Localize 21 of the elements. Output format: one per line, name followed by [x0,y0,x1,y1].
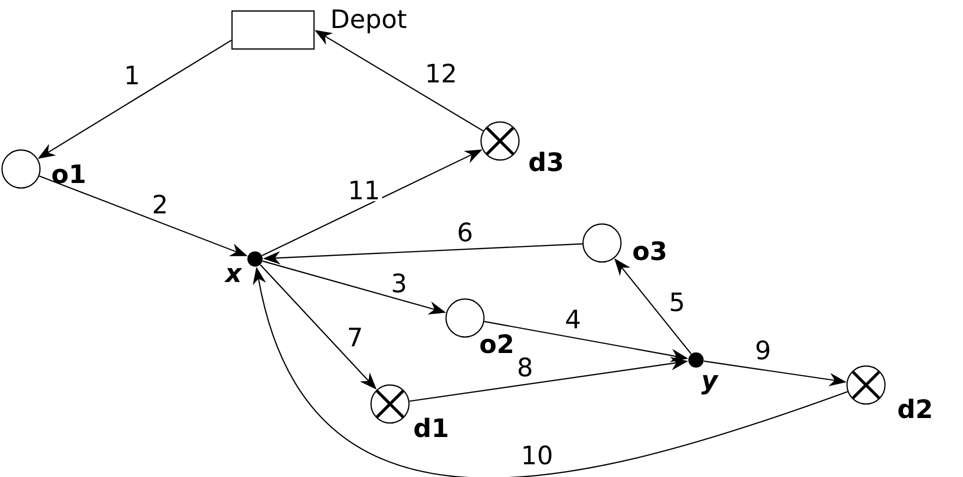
node-label: o3 [633,241,666,260]
node-label: d2 [898,398,931,418]
node-label: y [701,375,719,394]
edge-label: 2 [150,192,170,216]
edge-label: 6 [454,220,476,244]
edge-label: 12 [422,62,460,84]
edge-label: 7 [344,326,366,348]
edge-label: 11 [346,178,382,202]
edge-label: 9 [752,338,774,362]
edge-label: 10 [518,443,556,467]
node-label: o1 [52,164,85,184]
node-label: o2 [480,334,512,354]
edge-label: 8 [514,355,536,379]
edge-label: 1 [122,64,142,86]
edge-label: 5 [666,290,688,314]
node-label: x [224,268,242,282]
node-label: Depot [332,10,406,34]
edge-label: 4 [562,308,584,330]
edge-label: 3 [388,271,410,295]
node-label: d1 [414,418,448,438]
node-label: d3 [529,152,562,172]
